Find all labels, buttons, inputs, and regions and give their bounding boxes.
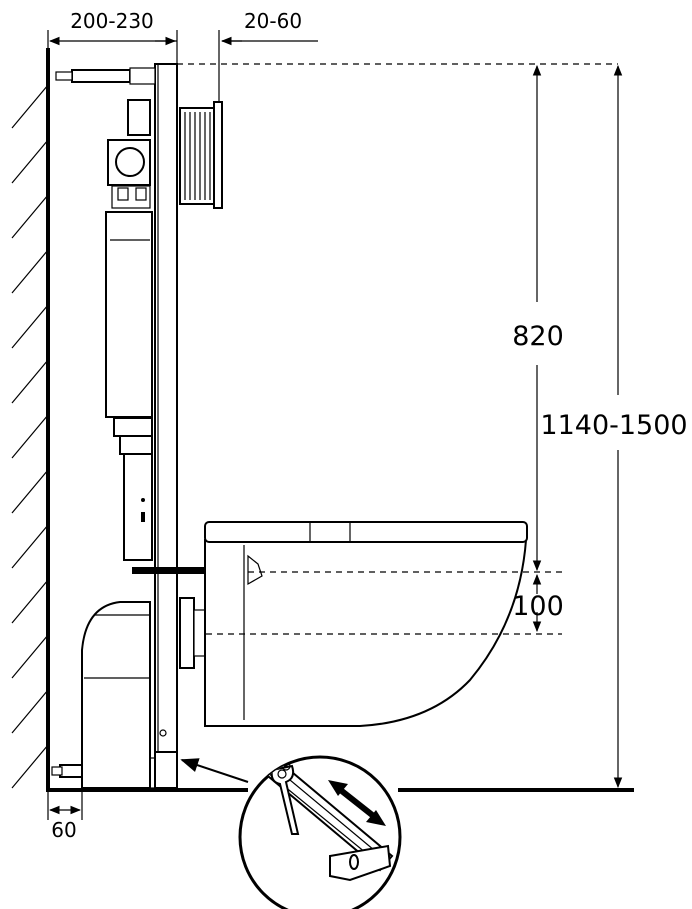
dimension-pipe-spacing: 100 (206, 571, 564, 635)
callout-arrow (180, 758, 249, 783)
flush-pipe (123, 453, 153, 561)
double-arrow-icon (328, 780, 386, 826)
frame-depth-label: 200-230 (70, 9, 154, 33)
wall-finish-label: 20-60 (244, 9, 302, 33)
dimension-floor-offset: 60 (47, 792, 83, 842)
flush-height-label: 820 (512, 321, 564, 352)
wall-hung-toilet (204, 521, 528, 727)
cistern (105, 99, 153, 455)
dimension-wall-finish: 20-60 (155, 9, 318, 102)
dimension-total-height: 1140-1500 (540, 64, 688, 789)
total-height-label: 1140-1500 (540, 410, 687, 441)
pipe-spacing-label: 100 (512, 591, 564, 622)
flush-plate (179, 101, 223, 209)
floor-offset-label: 60 (51, 818, 76, 842)
dimension-flush-height: 820 (512, 64, 564, 572)
drain-pipe (81, 597, 207, 789)
magnified-foot-bracket-icon (238, 755, 402, 909)
hatched-wall-icon (11, 48, 50, 790)
dimension-frame-depth: 200-230 (47, 9, 178, 64)
